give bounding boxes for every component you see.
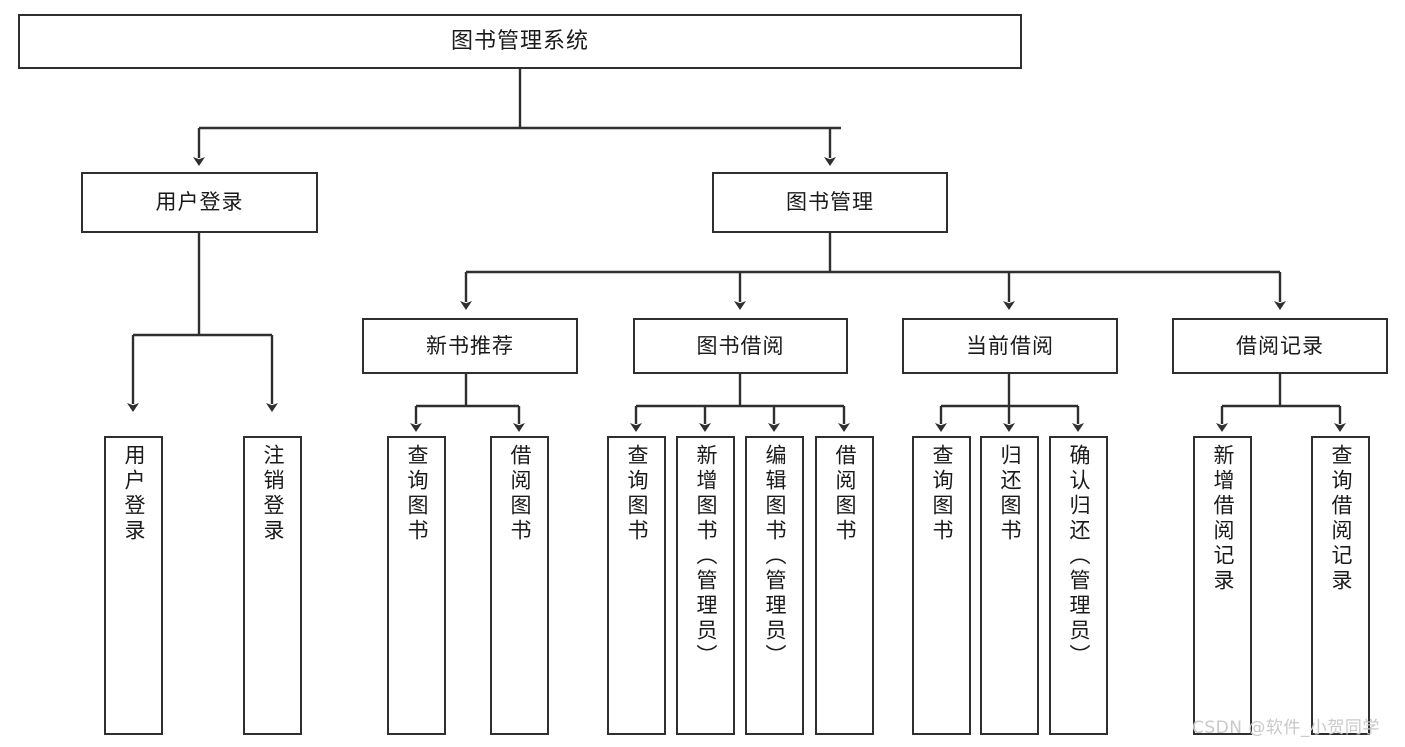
node-label: 查询图书 — [930, 444, 954, 544]
node-leaf-query-borrow-record[interactable]: 查询借阅记录 — [1311, 436, 1370, 735]
node-label: 图书管理 — [786, 190, 874, 215]
node-borrow-record[interactable]: 借阅记录 — [1172, 318, 1388, 374]
node-root-system[interactable]: 图书管理系统 — [18, 14, 1022, 69]
node-label: 图书借阅 — [696, 333, 785, 358]
node-label: 图书管理系统 — [450, 28, 589, 54]
node-new-book-recommend[interactable]: 新书推荐 — [362, 318, 578, 374]
node-label: 新书推荐 — [426, 333, 514, 358]
node-label: 当前借阅 — [966, 333, 1054, 358]
node-leaf-query-book-recommend[interactable]: 查询图书 — [387, 436, 446, 735]
node-leaf-add-book-admin[interactable]: 新增图书（管理员） — [676, 436, 735, 735]
node-label: 新增借阅记录 — [1211, 444, 1235, 594]
node-leaf-borrow-book-recommend[interactable]: 借阅图书 — [490, 436, 549, 735]
node-leaf-add-borrow-record[interactable]: 新增借阅记录 — [1193, 436, 1252, 735]
node-book-management[interactable]: 图书管理 — [712, 172, 948, 233]
node-leaf-query-book-current[interactable]: 查询图书 — [912, 436, 971, 735]
node-label: 查询借阅记录 — [1329, 444, 1353, 594]
node-book-borrow[interactable]: 图书借阅 — [633, 318, 848, 374]
node-leaf-edit-book-admin[interactable]: 编辑图书（管理员） — [745, 436, 804, 735]
node-leaf-user-login[interactable]: 用户登录 — [104, 436, 163, 735]
node-label: 编辑图书（管理员） — [763, 444, 787, 669]
node-label: 用户登录 — [122, 444, 146, 544]
node-leaf-confirm-return-admin[interactable]: 确认归还（管理员） — [1049, 436, 1108, 735]
node-label: 查询图书 — [625, 444, 649, 544]
node-label: 归还图书 — [998, 444, 1022, 544]
node-user-login[interactable]: 用户登录 — [81, 172, 318, 233]
node-label: 借阅图书 — [833, 444, 857, 544]
csdn-watermark: CSDN @软件_小贺同学 — [1192, 718, 1380, 738]
node-label: 确认归还（管理员） — [1067, 444, 1091, 669]
node-label: 查询图书 — [405, 444, 429, 544]
node-label: 新增图书（管理员） — [694, 444, 718, 669]
node-label: 用户登录 — [155, 190, 244, 215]
node-leaf-query-book-borrow[interactable]: 查询图书 — [607, 436, 666, 735]
node-current-borrow[interactable]: 当前借阅 — [902, 318, 1118, 374]
node-label: 借阅图书 — [508, 444, 532, 544]
node-label: 注销登录 — [261, 444, 285, 544]
node-label: 借阅记录 — [1236, 333, 1324, 358]
node-leaf-borrow-book[interactable]: 借阅图书 — [815, 436, 874, 735]
node-leaf-logout[interactable]: 注销登录 — [243, 436, 302, 735]
node-leaf-return-book[interactable]: 归还图书 — [980, 436, 1039, 735]
